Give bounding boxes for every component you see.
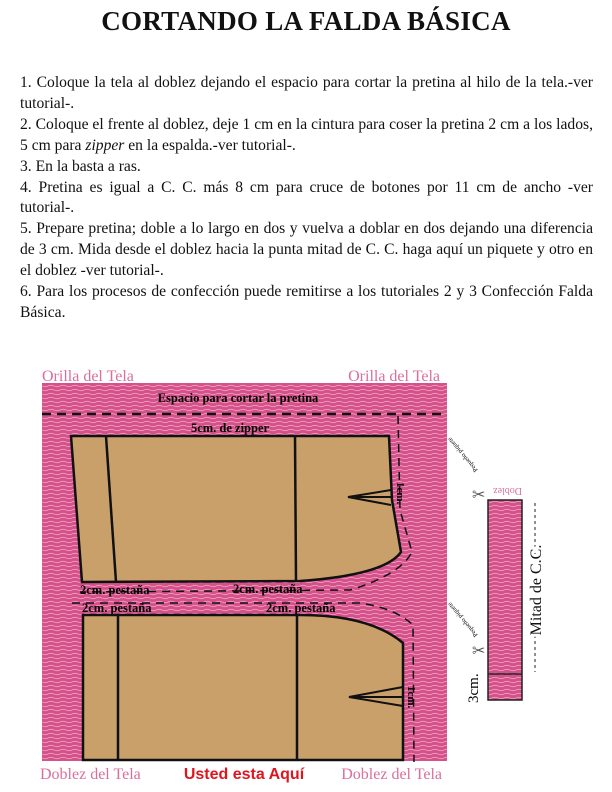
step-5: 5. Prepare pretina; doble a lo largo en … bbox=[20, 220, 593, 280]
zipper-line bbox=[104, 435, 118, 583]
hip-line-top bbox=[293, 435, 298, 582]
waistband-fold-label: Doblez bbox=[493, 485, 522, 496]
front-skirt-piece bbox=[81, 613, 405, 762]
step-6: 6. Para los procesos de confección puede… bbox=[20, 283, 593, 321]
step-2-emphasis: zipper bbox=[85, 136, 125, 154]
step-2-text: 2. Coloque el frente al doblez, deje 1 c… bbox=[20, 115, 593, 154]
notch-label-2: Pequeño piquete bbox=[446, 601, 479, 639]
fold-label-left: Doblez del Tela bbox=[40, 766, 141, 783]
selvage-label-right: Orilla del Tela bbox=[348, 368, 440, 385]
seam-label-top-left: 2cm. pestaña bbox=[80, 583, 150, 597]
step-2: 2. Coloque el frente al doblez, deje 1 c… bbox=[20, 115, 593, 157]
zipper-label: 5cm. de zipper bbox=[191, 421, 270, 435]
seam-label-bottom-right: 2cm. pestaña bbox=[266, 601, 336, 615]
notch-label-1: Pequeño piquete bbox=[446, 436, 479, 474]
half-cc-label: Mitad de C.C. bbox=[528, 545, 545, 636]
step-3: 3. En la basta a ras. bbox=[20, 157, 141, 175]
seam-label-bottom-left: 2cm. pestaña bbox=[82, 601, 152, 615]
waistband-piece bbox=[487, 499, 523, 701]
dart-bottom bbox=[348, 686, 404, 707]
step-4: 4. Pretina es igual a C. C. más 8 cm par… bbox=[20, 178, 593, 217]
instructions: 1. Coloque la tela al doblez dejando el … bbox=[20, 73, 593, 324]
scissors-icon: ✂ bbox=[472, 485, 485, 504]
selvage-label-left: Orilla del Tela bbox=[42, 368, 134, 385]
fold-label-right: Doblez del Tela bbox=[341, 766, 442, 783]
step-2-text-end: en la espalda.-ver tutorial-. bbox=[124, 136, 296, 154]
scissors-icon: ✂ bbox=[472, 641, 485, 660]
seam-label-top-right: 2cm. pestaña bbox=[233, 582, 303, 596]
overlap-label: 3cm. bbox=[466, 673, 482, 703]
cutting-diagram: Orilla del Tela Orilla del Tela Espacio … bbox=[40, 368, 548, 783]
dart-top bbox=[347, 489, 392, 506]
waist-allowance-top: 1cm. bbox=[394, 482, 406, 505]
you-are-here-label: Usted esta Aquí bbox=[184, 766, 305, 783]
waist-allowance-bottom: 1cm. bbox=[405, 686, 417, 709]
back-skirt-piece bbox=[69, 434, 403, 584]
step-1: 1. Coloque la tela al doblez dejando el … bbox=[20, 74, 593, 112]
page-title: CORTANDO LA FALDA BÁSICA bbox=[101, 6, 511, 36]
waistband-space-label: Espacio para cortar la pretina bbox=[158, 391, 319, 405]
